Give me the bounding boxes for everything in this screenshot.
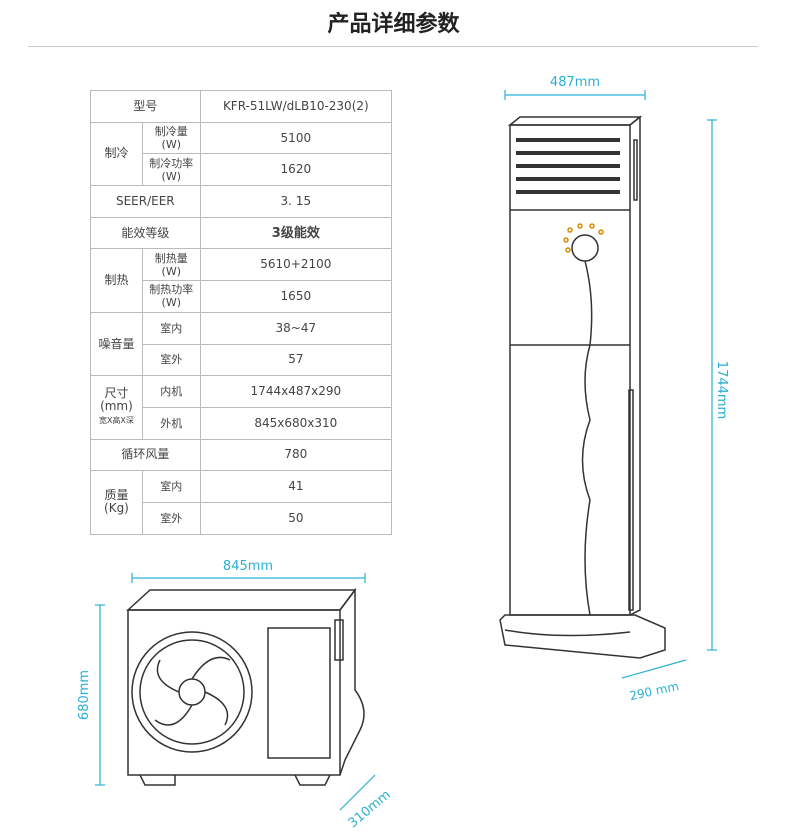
- table-row: 制热制热量(W)5610+2100: [90, 248, 393, 313]
- weight-in-value: 41: [199, 470, 393, 503]
- heat-cap-value: 5610+2100: [199, 248, 393, 282]
- unit: (W): [161, 169, 181, 183]
- weight-out-label: 室外: [141, 501, 201, 535]
- outdoor-depth-label: 310mm: [346, 787, 394, 831]
- label: 尺寸: [104, 386, 129, 401]
- seer-value: 3. 15: [199, 185, 393, 218]
- weight-label: 质量(Kg): [90, 470, 143, 535]
- noise-in-value: 38~47: [199, 311, 393, 345]
- label: 制冷量: [154, 125, 188, 139]
- label: 制热量: [154, 251, 188, 265]
- label: 质量: [104, 488, 129, 503]
- indoor-controls-icon: [563, 223, 604, 253]
- noise-in-label: 室内: [141, 311, 201, 345]
- label: 制热功率: [149, 283, 194, 297]
- page-title: 产品详细参数: [327, 12, 460, 37]
- size-in-value: 1744x487x290: [199, 375, 393, 408]
- indoor-width-label: 487mm: [550, 75, 600, 90]
- unit: (mm): [100, 399, 133, 414]
- unit: (W): [161, 138, 181, 152]
- unit: (W): [161, 296, 181, 310]
- indoor-unit-drawing: [499, 115, 666, 659]
- cool-cap-value: 5100: [199, 121, 393, 155]
- outdoor-height-label: 680mm: [77, 670, 92, 720]
- heat-cap-label: 制热量(W): [141, 248, 201, 282]
- unit: (Kg): [104, 501, 129, 516]
- air-label: 循环风量: [90, 438, 201, 472]
- outdoor-width-label: 845mm: [223, 559, 273, 574]
- weight-in-label: 室内: [141, 470, 201, 503]
- table-row: 制冷功率(W)1620: [91, 153, 393, 187]
- outdoor-unit-drawing: [126, 587, 365, 786]
- air-value: 780: [199, 438, 393, 472]
- table-row: 制冷制冷量(W)5100: [90, 121, 393, 187]
- weight-out-value: 50: [199, 501, 393, 535]
- table-row: 制热功率(W)1650: [91, 280, 393, 313]
- label: 制冷功率: [149, 156, 194, 170]
- dimension-lines: [95, 90, 717, 811]
- size-in-label: 内机: [141, 375, 201, 408]
- size-out-value: 845x680x310: [199, 406, 393, 440]
- heat-label: 制热: [90, 248, 143, 313]
- grade-value: 3级能效: [199, 216, 393, 250]
- noise-label: 噪音量: [90, 311, 143, 377]
- size-label: 尺寸(mm) 宽X高X深: [90, 375, 143, 440]
- indoor-height-label: 1744mm: [714, 361, 729, 419]
- unit: (W): [161, 264, 181, 278]
- note: 宽X高X深: [98, 416, 134, 426]
- indoor-depth-label: 290 mm: [628, 679, 680, 703]
- cool-pow-label: 制冷功率(W): [141, 153, 201, 187]
- heat-pow-value: 1650: [199, 280, 393, 313]
- size-out-label: 外机: [141, 406, 201, 440]
- cool-pow-value: 1620: [199, 153, 393, 187]
- title-divider: [28, 46, 758, 47]
- heat-pow-label: 制热功率(W): [141, 280, 201, 313]
- noise-out-label: 室外: [141, 343, 201, 377]
- grade-label: 能效等级: [90, 216, 201, 250]
- cool-label: 制冷: [90, 121, 143, 187]
